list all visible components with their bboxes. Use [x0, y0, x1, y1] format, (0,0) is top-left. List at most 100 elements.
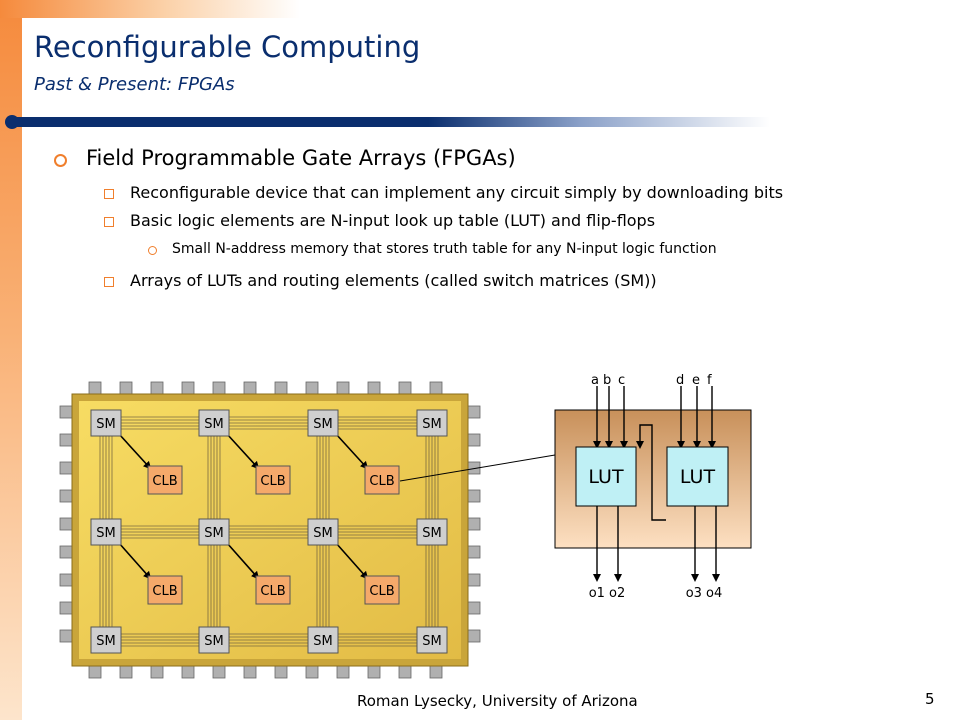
pin — [212, 665, 226, 679]
slide-subtitle: Past & Present: FPGAs — [34, 74, 235, 95]
pin — [119, 665, 133, 679]
pin — [150, 665, 164, 679]
pin — [305, 381, 319, 395]
pin — [59, 573, 73, 587]
sm-label: SM — [313, 526, 332, 541]
pin — [467, 629, 481, 643]
ring-bullet-icon — [54, 154, 67, 167]
sm-clb-arrow — [112, 426, 152, 470]
sm-label: SM — [204, 634, 223, 649]
clb-block — [147, 575, 183, 605]
footer-author: Roman Lysecky, University of Arizona — [357, 692, 638, 710]
clb-block — [364, 465, 400, 495]
pin — [429, 381, 443, 395]
pin — [59, 433, 73, 447]
pin — [467, 405, 481, 419]
square-bullet-icon — [104, 277, 114, 287]
clb-label: CLB — [152, 474, 177, 489]
output-label: o1 o2 — [589, 586, 626, 601]
lut-block — [575, 446, 637, 507]
switch-matrix — [90, 626, 122, 654]
slide-title: Reconfigurable Computing — [34, 30, 421, 64]
clb-label: CLB — [260, 474, 285, 489]
pin — [398, 665, 412, 679]
pin — [212, 381, 226, 395]
sm-clb-arrow — [329, 426, 369, 470]
pin — [150, 381, 164, 395]
clb-block — [255, 575, 291, 605]
clb-label: CLB — [369, 584, 394, 599]
input-label: b — [603, 373, 611, 388]
pin — [181, 381, 195, 395]
sm-label: SM — [422, 526, 441, 541]
feedback-wire — [636, 424, 666, 521]
top-accent-bar — [0, 0, 300, 18]
input-label: d — [676, 373, 684, 388]
switch-matrix — [307, 518, 339, 546]
square-bullet-icon — [104, 217, 114, 227]
switch-matrix — [198, 409, 230, 437]
pin — [336, 665, 350, 679]
pin — [467, 545, 481, 559]
input-label: f — [707, 373, 712, 388]
lut-block — [666, 446, 729, 507]
pin — [274, 665, 288, 679]
clb-block — [255, 465, 291, 495]
switch-matrix — [198, 626, 230, 654]
pin — [59, 601, 73, 615]
output-label: o3 o4 — [686, 586, 723, 601]
sm-label: SM — [204, 526, 223, 541]
pin — [274, 381, 288, 395]
input-label: e — [692, 373, 700, 388]
left-accent-bar — [0, 0, 22, 720]
sm-clb-arrow — [220, 535, 260, 580]
bullet-text: Reconfigurable device that can implement… — [130, 183, 784, 202]
switch-matrix — [416, 518, 448, 546]
sm-label: SM — [422, 417, 441, 432]
switch-matrix — [90, 409, 122, 437]
pin — [467, 573, 481, 587]
ring-bullet-icon — [148, 246, 157, 255]
bullet-text: Field Programmable Gate Arrays (FPGAs) — [86, 146, 516, 170]
pin — [367, 665, 381, 679]
pin — [59, 517, 73, 531]
sm-label: SM — [96, 526, 115, 541]
bullet-text: Small N-address memory that stores truth… — [172, 241, 717, 257]
input-label: a — [591, 373, 599, 388]
lut-label: LUT — [680, 466, 716, 488]
sm-label: SM — [96, 634, 115, 649]
bullet-text: Basic logic elements are N-input look up… — [130, 211, 656, 230]
pin — [59, 629, 73, 643]
page-number: 5 — [925, 690, 935, 708]
lut-label: LUT — [588, 466, 624, 488]
clb-block — [147, 465, 183, 495]
pin — [181, 665, 195, 679]
pin — [467, 517, 481, 531]
switch-matrix — [416, 626, 448, 654]
pin — [336, 381, 350, 395]
sm-label: SM — [96, 417, 115, 432]
pin — [59, 461, 73, 475]
pin — [59, 545, 73, 559]
switch-matrix — [416, 409, 448, 437]
sm-label: SM — [313, 634, 332, 649]
pin — [467, 489, 481, 503]
pin — [59, 405, 73, 419]
clb-label: CLB — [260, 584, 285, 599]
sm-clb-arrow — [220, 426, 260, 470]
clb-label: CLB — [369, 474, 394, 489]
switch-matrix — [307, 409, 339, 437]
pin — [88, 381, 102, 395]
switch-matrix — [307, 626, 339, 654]
pin — [398, 381, 412, 395]
zoom-line — [399, 454, 556, 482]
pin — [243, 665, 257, 679]
sm-clb-arrow — [329, 535, 369, 580]
pin — [88, 665, 102, 679]
clb-label: CLB — [152, 584, 177, 599]
switch-matrix — [90, 518, 122, 546]
pin — [305, 665, 319, 679]
pin — [467, 433, 481, 447]
